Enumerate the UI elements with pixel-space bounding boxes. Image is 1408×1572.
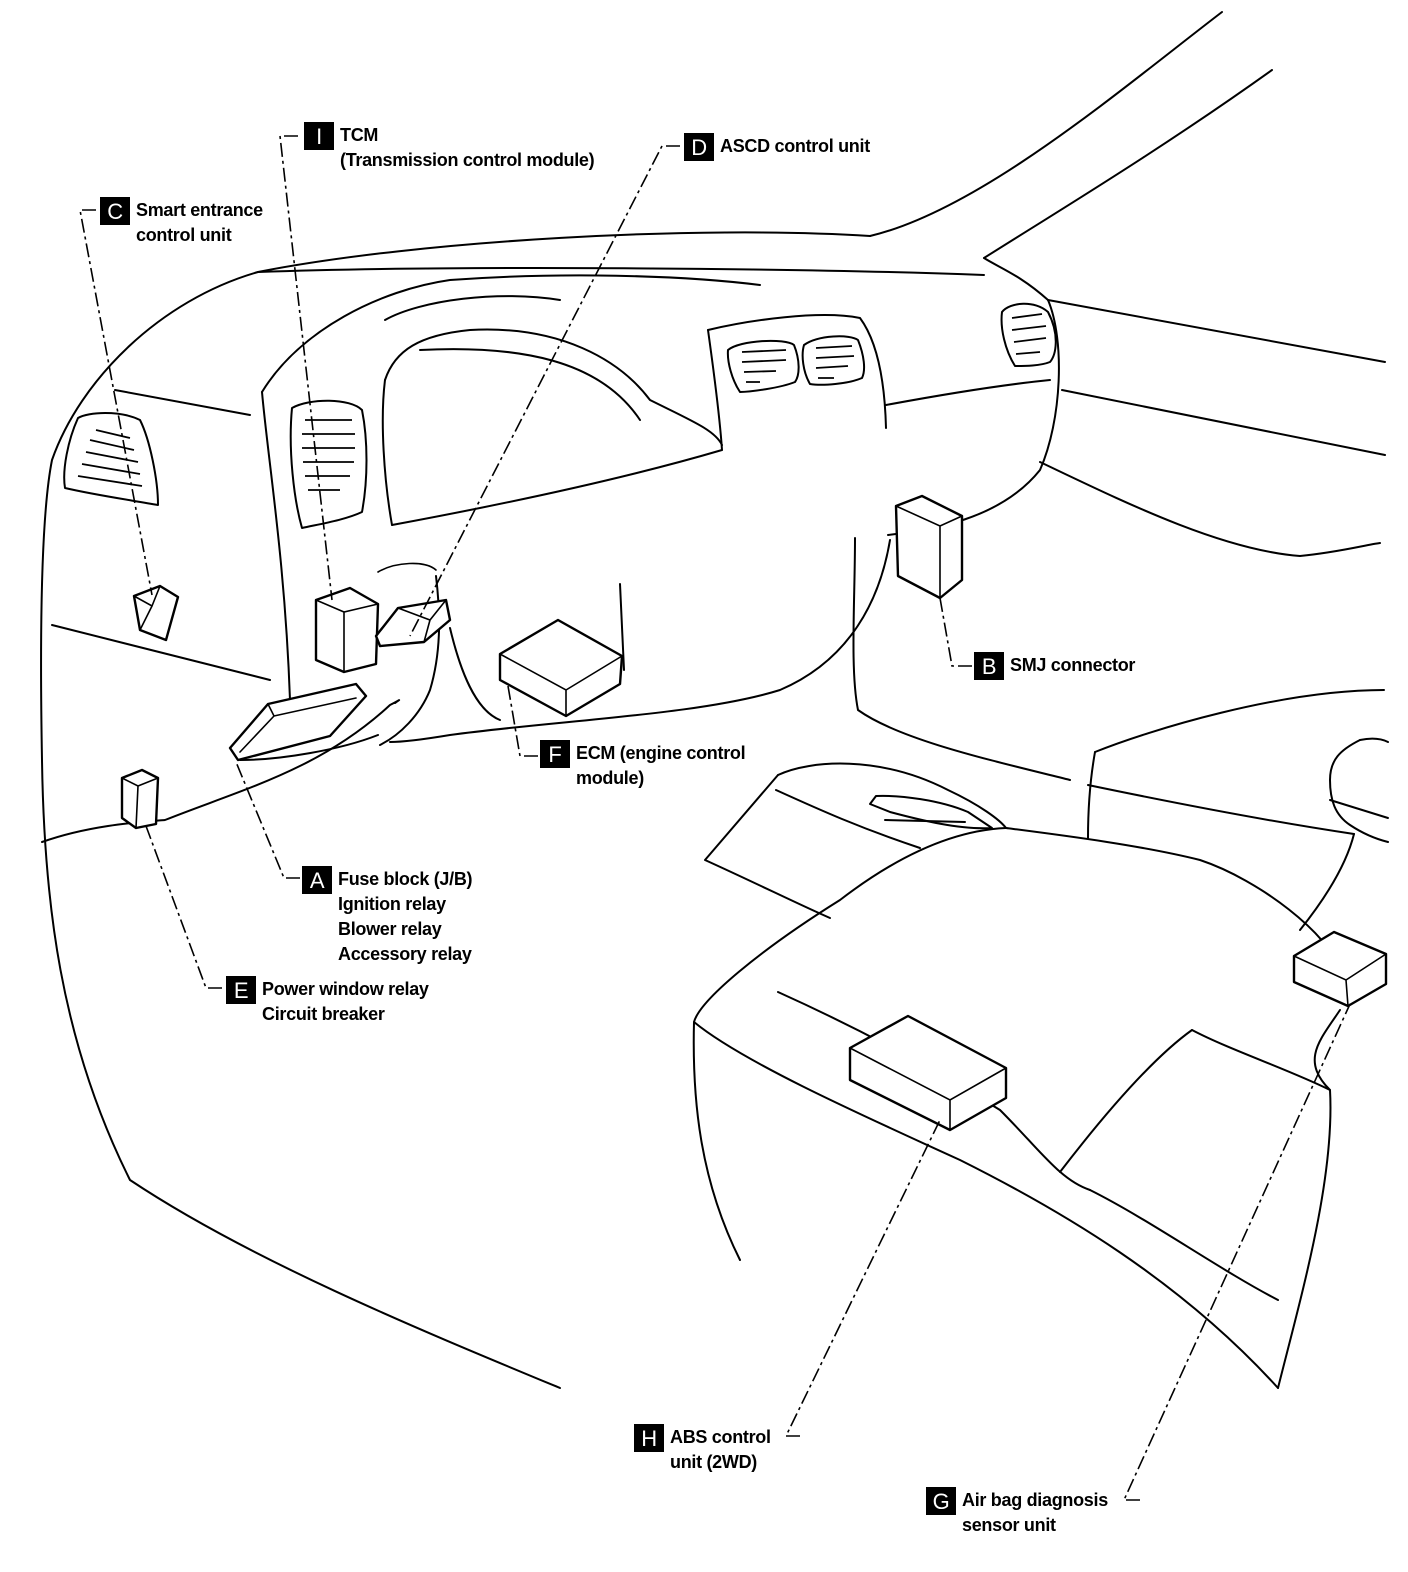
- badge-c: C: [100, 197, 130, 225]
- badge-f: F: [540, 740, 570, 768]
- dashboard-outline: [40, 231, 1386, 1389]
- fuse-block-label: Fuse block (J/B): [338, 869, 473, 889]
- airbag-label-2: sensor unit: [962, 1515, 1056, 1535]
- airbag-sensor-box: [1292, 930, 1388, 1008]
- ignition-relay-label: Ignition relay: [338, 894, 446, 914]
- accessory-relay-label: Accessory relay: [338, 944, 472, 964]
- badge-h: H: [634, 1424, 664, 1452]
- smart-entrance-label-1: Smart entrance: [136, 200, 263, 220]
- tcm-box: [314, 586, 380, 674]
- callout-smart-entrance: C Smart entrance control unit: [100, 197, 263, 248]
- badge-e: E: [226, 976, 256, 1004]
- callout-power-window: E Power window relay Circuit breaker: [226, 976, 429, 1027]
- ecm-label-1: ECM (engine control: [576, 743, 746, 763]
- windshield-lines: [869, 11, 1273, 301]
- callout-airbag: G Air bag diagnosis sensor unit: [926, 1487, 1108, 1538]
- badge-g: G: [926, 1487, 956, 1515]
- smart-entrance-label-2: control unit: [136, 225, 232, 245]
- circuit-breaker-label: Circuit breaker: [262, 1004, 385, 1024]
- badge-b: B: [974, 652, 1004, 680]
- ecm-label-2: module): [576, 768, 644, 788]
- power-window-relay-label: Power window relay: [262, 979, 429, 999]
- blower-relay-label: Blower relay: [338, 919, 442, 939]
- fuse-block-box: [228, 682, 368, 762]
- airbag-label-1: Air bag diagnosis: [962, 1490, 1108, 1510]
- left-side-vent: [63, 412, 159, 506]
- callout-ecm: F ECM (engine control module): [540, 740, 746, 791]
- tcm-label-full: (Transmission control module): [340, 150, 595, 170]
- right-side-vent: [1000, 302, 1057, 367]
- abs-control-unit-box: [848, 1014, 1008, 1132]
- leader-lines: [79, 135, 1351, 1501]
- badge-d: D: [684, 133, 714, 161]
- callout-smj: B SMJ connector: [974, 652, 1136, 680]
- smj-connector-box: [894, 494, 964, 600]
- console-and-seats: [692, 689, 1389, 1389]
- badge-a: A: [302, 866, 332, 894]
- abs-label-1: ABS control: [670, 1427, 771, 1447]
- tcm-label: TCM: [340, 125, 379, 145]
- callout-tcm: I TCM (Transmission control module): [304, 122, 595, 173]
- callout-fuse-block: A Fuse block (J/B) Ignition relay Blower…: [302, 866, 473, 967]
- abs-label-2: unit (2WD): [670, 1452, 757, 1472]
- power-window-relay-box: [120, 768, 160, 830]
- callout-abs: H ABS control unit (2WD): [634, 1424, 771, 1475]
- center-vents: [726, 335, 866, 393]
- ascd-label: ASCD control unit: [720, 136, 870, 156]
- ascd-unit-box: [374, 598, 452, 648]
- smj-label: SMJ connector: [1010, 655, 1136, 675]
- callout-ascd: D ASCD control unit: [684, 133, 870, 161]
- smart-entrance-unit-box: [132, 584, 180, 642]
- cluster-left-vent: [289, 399, 368, 529]
- ecm-box: [498, 618, 624, 718]
- badge-i: I: [304, 122, 334, 150]
